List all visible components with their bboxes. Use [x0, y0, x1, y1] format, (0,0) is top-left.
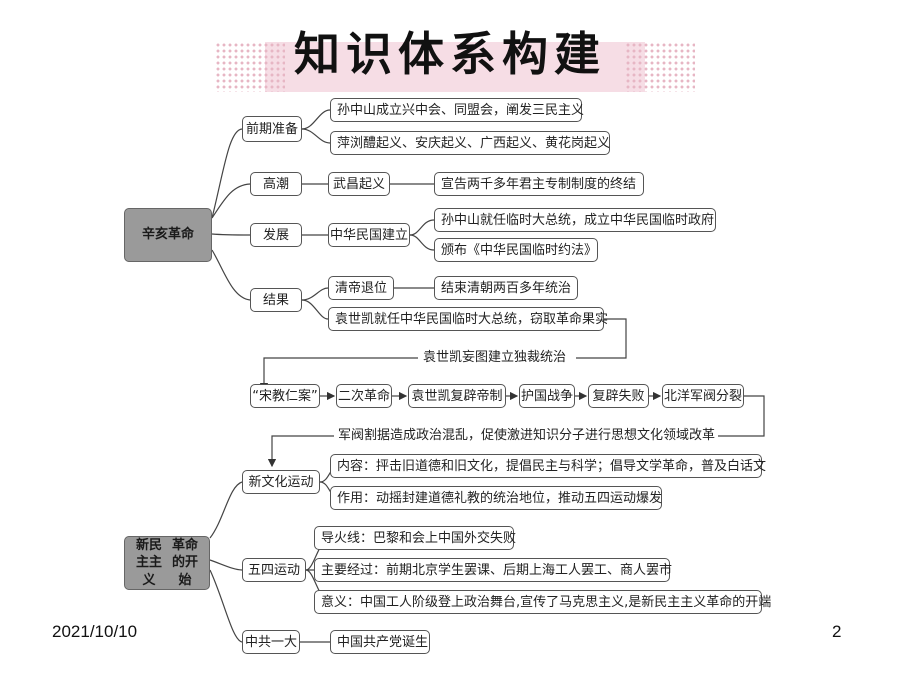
- develop-item: 颁布《中华民国临时约法》: [434, 238, 598, 262]
- outcome-stage-node: 结果: [250, 288, 302, 312]
- cpc-founded-item: 中国共产党诞生: [330, 630, 430, 654]
- root2-label-line1: 新民主主义: [135, 537, 162, 588]
- chain-node-restoration-failed: 复辟失败: [588, 384, 649, 408]
- first-cpc-congress-node: 中共一大: [242, 630, 300, 654]
- climax-stage-node: 高潮: [250, 172, 302, 196]
- title-banner: [215, 42, 695, 92]
- develop-item: 孙中山就任临时大总统，成立中华民国临时政府: [434, 208, 716, 232]
- prep-item: 孙中山成立兴中会、同盟会，阐发三民主义: [330, 98, 584, 122]
- may-fourth-item: 意义：中国工人阶级登上政治舞台,宣传了马克思主义,是新民主主义革命的开端: [314, 590, 771, 614]
- may-fourth-item: 导火线：巴黎和会上中国外交失败: [314, 526, 516, 550]
- chain-node-song-case: “宋教仁案”: [250, 384, 320, 408]
- chain-node-restoration: 袁世凯复辟帝制: [408, 384, 506, 408]
- knowledge-diagram: 辛亥革命 前期准备 孙中山成立兴中会、同盟会，阐发三民主义 萍浏醴起义、安庆起义…: [124, 98, 771, 662]
- wuchang-uprising-node: 武昌起义: [328, 172, 390, 196]
- new-culture-movement-node: 新文化运动: [242, 470, 320, 494]
- page-title: 知识体系构建: [294, 27, 606, 81]
- root2-label-line2: 革命的开始: [171, 537, 198, 588]
- title-dots-right: [625, 42, 695, 92]
- xinhai-revolution-node: 辛亥革命: [124, 208, 212, 262]
- roc-founded-node: 中华民国建立: [328, 223, 410, 247]
- title-banner-fill: [265, 42, 645, 92]
- new-culture-item: 作用：动摇封建道德礼教的统治地位，推动五四运动爆发: [330, 486, 662, 510]
- prep-item: 萍浏醴起义、安庆起义、广西起义、黄花岗起义: [330, 131, 610, 155]
- dictatorship-note: 袁世凯妄图建立独裁统治: [420, 351, 570, 364]
- new-democratic-revolution-node: 新民主主义 革命的开始: [124, 536, 210, 590]
- may-fourth-node: 五四运动: [242, 558, 306, 582]
- title-dots-left: [215, 42, 285, 92]
- may-fourth-item: 主要经过：前期北京学生罢课、后期上海工人罢工、商人罢市: [314, 558, 672, 582]
- qing-abdication-node: 清帝退位: [328, 276, 394, 300]
- outcome-result: 结束清朝两百多年统治: [434, 276, 578, 300]
- warlord-note: 军阀割据造成政治混乱，促使激进知识分子进行思想文化领域改革: [335, 429, 719, 442]
- footer-date: 2021/10/10: [52, 622, 138, 641]
- chain-node-second-revolution: 二次革命: [336, 384, 392, 408]
- new-culture-item: 内容：抨击旧道德和旧文化，提倡民主与科学；倡导文学革命，普及白话文: [330, 454, 766, 478]
- climax-result: 宣告两千多年君主专制制度的终结: [434, 172, 644, 196]
- chain-node-beiyang-split: 北洋军阀分裂: [662, 384, 744, 408]
- yuan-usurp-node: 袁世凯就任中华民国临时大总统，窃取革命果实: [328, 307, 608, 331]
- develop-stage-node: 发展: [250, 223, 302, 247]
- page-number: 2: [832, 622, 842, 641]
- prep-stage-node: 前期准备: [242, 116, 302, 142]
- chain-node-national-protection-war: 护国战争: [519, 384, 575, 408]
